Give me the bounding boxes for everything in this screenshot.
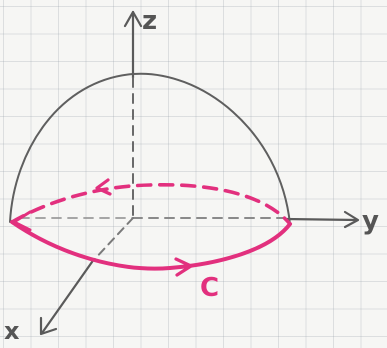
x-axis-label: x [4,317,20,345]
z-axis-arrowhead [123,10,143,28]
y-axis [283,217,359,222]
boundary-left-tick [12,210,32,232]
boundary-back-dashed [10,182,292,226]
hemisphere-outline [9,72,291,225]
x-axis [40,260,94,335]
boundary-front-solid [10,220,292,271]
boundary-back-arrowhead [95,178,112,196]
x-axis-arrowhead [39,316,58,336]
z-axis-label: z [142,6,157,36]
y-axis-arrowhead [343,210,360,229]
curve-label: C [200,273,219,303]
boundary-front-arrowhead [174,257,193,277]
x-axis-hidden [91,217,134,263]
y-axis-label: y [362,206,379,236]
